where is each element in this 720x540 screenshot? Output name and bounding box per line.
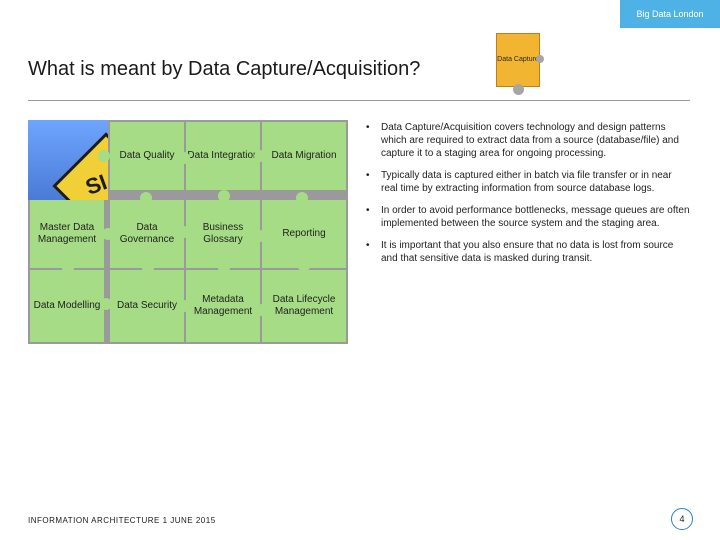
puzzle-knob [178, 300, 190, 312]
puzzle-knob [256, 304, 268, 316]
badge-puzzle-tab-right [536, 55, 544, 63]
puzzle-knob [142, 262, 154, 274]
puzzle-knob [296, 192, 308, 204]
puzzle-knob [218, 190, 230, 202]
puzzle-piece-metadata-management: Metadata Management [186, 270, 260, 342]
puzzle-knob [100, 298, 112, 310]
puzzle-piece-master-data-management: Master Data Management [30, 200, 104, 268]
puzzle-knob [256, 230, 268, 242]
puzzle-knob [102, 228, 114, 240]
puzzle-piece-data-migration: Data Migration [262, 122, 346, 190]
road-sign-photo: SI [28, 120, 108, 200]
puzzle-piece-data-modelling: Data Modelling [30, 270, 104, 342]
puzzle-piece-data-governance: Data Governance [110, 200, 184, 268]
title-divider [28, 100, 690, 101]
puzzle-knob [218, 262, 230, 274]
page-number: 4 [671, 508, 693, 530]
puzzle-knob [178, 152, 190, 164]
page-title: What is meant by Data Capture/Acquisitio… [28, 58, 421, 80]
footer-text: INFORMATION ARCHITECTURE 1 JUNE 2015 [28, 516, 216, 525]
puzzle-piece-data-lifecycle-management: Data Lifecycle Management [262, 270, 346, 342]
bullet-item: Data Capture/Acquisition covers technolo… [366, 121, 690, 160]
puzzle-knob [298, 260, 310, 272]
puzzle-piece-data-quality: Data Quality [110, 122, 184, 190]
puzzle-knob [254, 150, 266, 162]
badge-label: Data Capture [496, 33, 540, 87]
puzzle-knob [98, 150, 110, 162]
bullet-item: Typically data is captured either in bat… [366, 169, 690, 195]
puzzle-piece-business-glossary: Business Glossary [186, 200, 260, 268]
puzzle-knob [140, 192, 152, 204]
brand-label: Big Data London [620, 0, 720, 28]
bullet-item: It is important that you also ensure tha… [366, 239, 690, 265]
bullet-list: Data Capture/Acquisition covers technolo… [366, 121, 690, 274]
bullet-item: In order to avoid performance bottleneck… [366, 204, 690, 230]
puzzle-knob [178, 226, 190, 238]
puzzle-piece-data-security: Data Security [110, 270, 184, 342]
puzzle-knob [62, 262, 74, 274]
puzzle-piece-reporting: Reporting [262, 200, 346, 268]
puzzle-piece-data-integration: Data Integration [186, 122, 260, 190]
badge-puzzle-tab-bottom [513, 84, 524, 95]
